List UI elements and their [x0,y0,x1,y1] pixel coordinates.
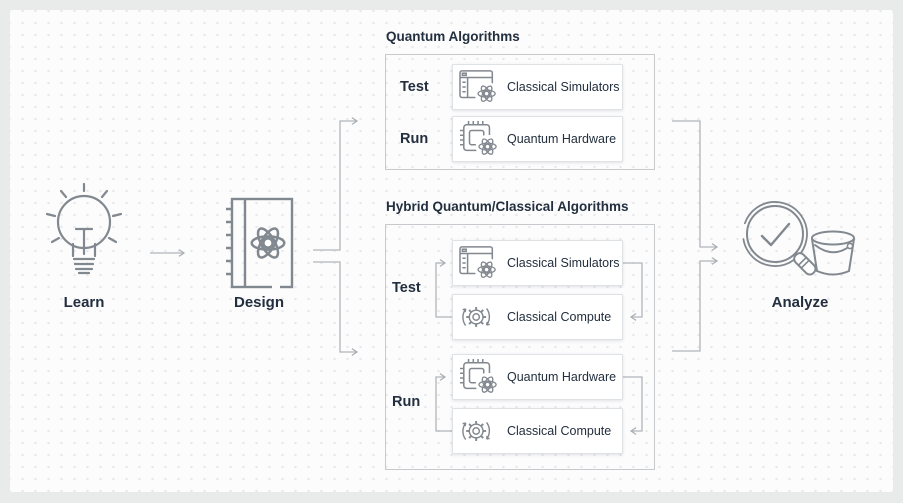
quantum-run-item: Quantum Hardware [452,116,623,162]
notebook-atom-icon [226,197,294,289]
hybrid-test-compute-item: Classical Compute [452,294,623,340]
item-label: Classical Compute [507,424,612,438]
item-label: Classical Compute [507,310,612,324]
hybrid-algorithms-box [385,224,655,470]
hybrid-run-label: Run [392,394,421,410]
hybrid-test-simulators-item: Classical Simulators [452,240,623,286]
hybrid-algorithms-title: Hybrid Quantum/Classical Algorithms [386,199,629,214]
quantum-run-label: Run [400,131,429,147]
quantum-hardware-icon [460,358,500,396]
diagram-card [10,10,893,492]
item-label: Quantum Hardware [507,132,617,146]
classical-simulators-icon [459,70,499,106]
stage-label-design: Design [233,294,284,311]
lightbulb-icon [45,182,123,275]
classical-compute-icon [462,307,491,327]
hybrid-run-hardware-item: Quantum Hardware [452,354,623,400]
classical-compute-icon [462,421,491,441]
quantum-test-label: Test [400,79,429,95]
stage-label-learn: Learn [63,294,105,311]
item-label: Classical Simulators [507,80,620,94]
stage-label-analyze: Analyze [771,294,829,311]
quantum-algorithms-box [385,54,655,170]
item-label: Quantum Hardware [507,370,617,384]
magnifier-check-bucket-icon [742,201,855,276]
hybrid-test-label: Test [392,280,421,296]
quantum-test-item: Classical Simulators [452,64,623,110]
item-label: Classical Simulators [507,256,620,270]
quantum-algorithms-title: Quantum Algorithms [386,29,520,44]
hybrid-run-compute-item: Classical Compute [452,408,623,454]
quantum-hardware-icon [460,120,500,158]
classical-simulators-icon [459,246,499,282]
